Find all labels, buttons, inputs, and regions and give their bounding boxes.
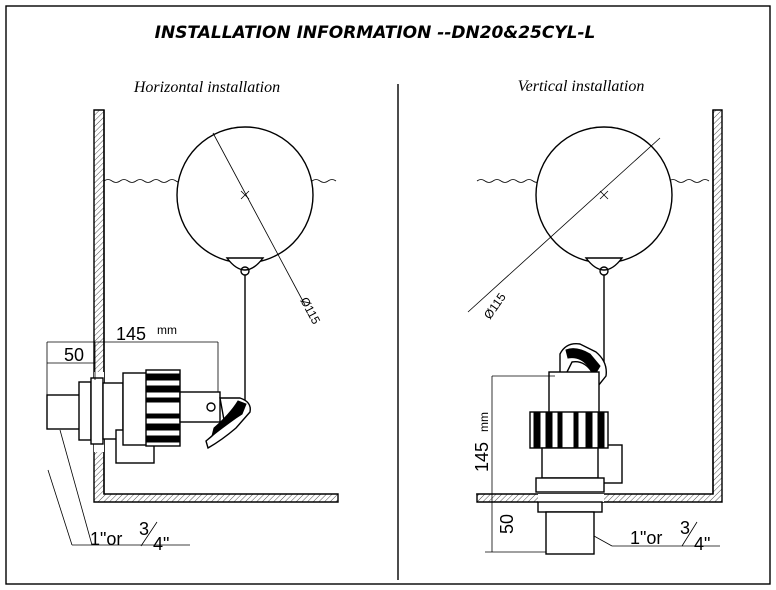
vertical-subtitle: Vertical installation: [518, 78, 645, 95]
dim-long-unit-right: mm: [477, 412, 491, 432]
valve-barrel-right: [548, 371, 600, 415]
thread-label-a: 1"or: [90, 529, 122, 549]
lock-nut-right: [537, 501, 603, 513]
diameter-leader: [212, 132, 306, 306]
ball-diameter-label-right: Ø115: [481, 290, 509, 322]
union-nut-right: [529, 411, 609, 449]
thread-label-b: 3: [139, 519, 149, 539]
thread-leader: [59, 429, 93, 546]
vertical-installation-panel: Vertical installation Ø115: [467, 78, 723, 555]
thread-label-c-right: 4": [694, 534, 710, 554]
thread-label-a-right: 1"or: [630, 528, 662, 548]
horizontal-installation-panel: Horizontal installation Ø115: [46, 79, 339, 554]
flange: [90, 377, 104, 445]
lever-shade: [211, 400, 247, 438]
union-nut: [145, 369, 181, 447]
dim-short-label-right: 50: [497, 514, 517, 534]
floor-opening: [538, 494, 604, 502]
ball-lug-right: [584, 257, 624, 271]
union-nut-knurl: [145, 373, 181, 443]
ball-diameter-label: Ø115: [297, 295, 323, 327]
diameter-leader-right: [467, 137, 661, 313]
dim-long-unit: mm: [157, 323, 177, 337]
dim-long-label: 145: [116, 324, 146, 344]
valve-barrel: [179, 391, 221, 423]
horizontal-subtitle: Horizontal installation: [133, 79, 280, 96]
valve-body-right: [541, 447, 599, 479]
dim-long-label-right: 145: [472, 442, 492, 472]
thread-leader-right: [593, 535, 613, 547]
thread-label-c: 4": [153, 534, 169, 554]
page-title: INSTALLATION INFORMATION --DN20&25CYL-L: [155, 23, 596, 43]
flange-right: [535, 477, 605, 493]
dim-short-label: 50: [64, 345, 84, 365]
page-border: [5, 5, 771, 585]
thread-label-b-right: 3: [680, 518, 690, 538]
lock-nut: [78, 381, 92, 441]
thread-stub-right: [545, 511, 595, 555]
ball-lug: [225, 257, 265, 271]
